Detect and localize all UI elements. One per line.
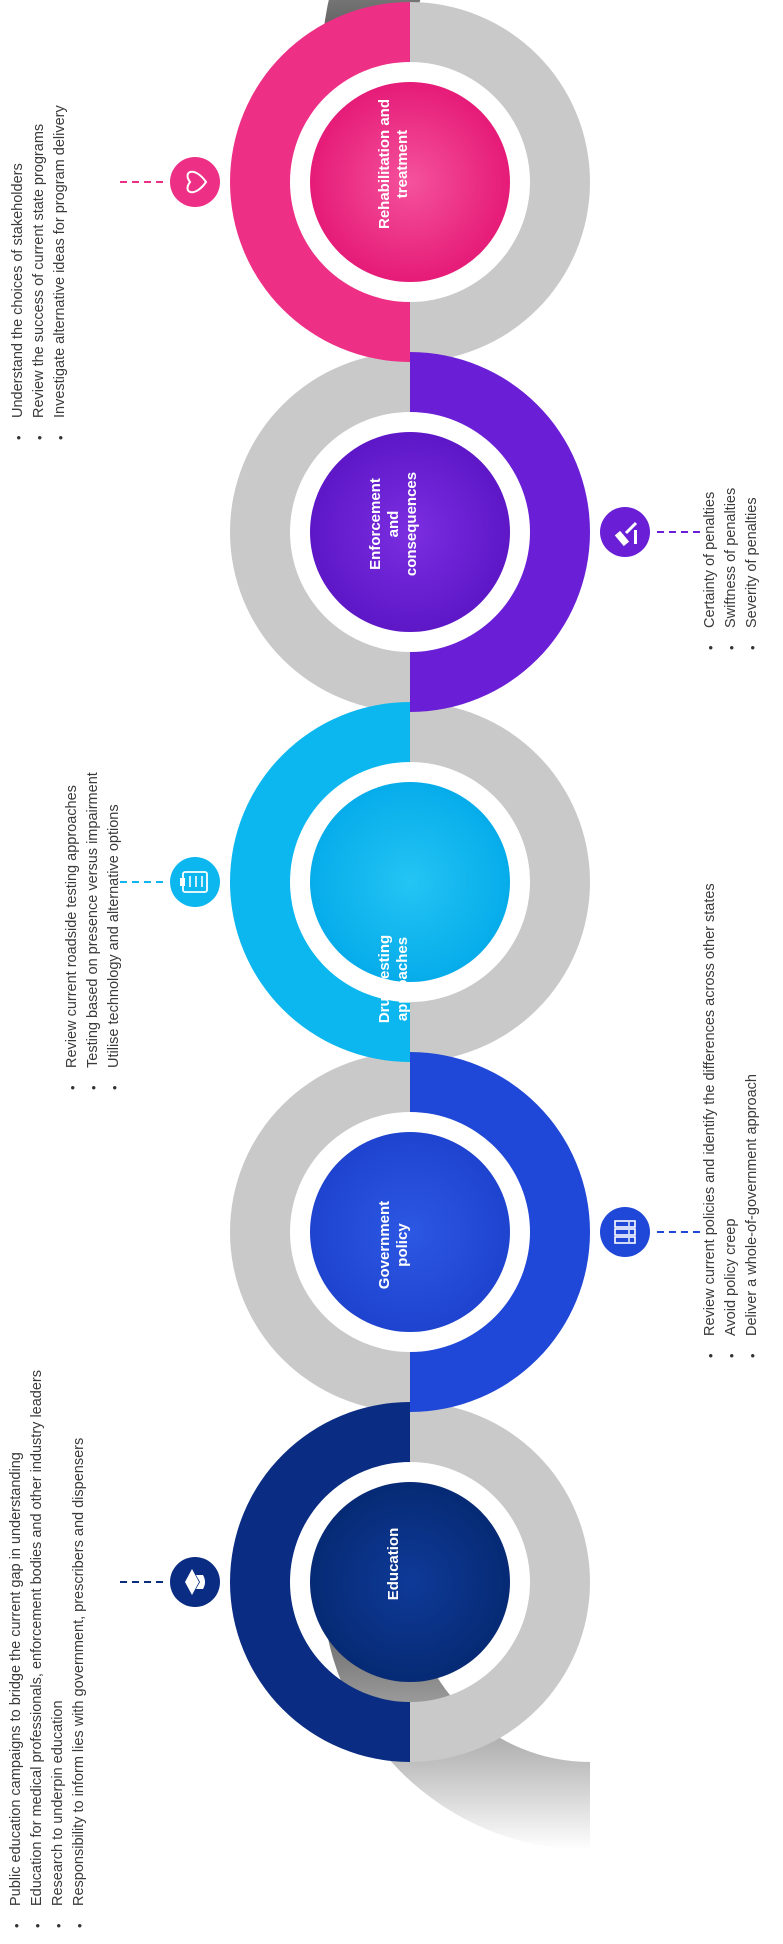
government-policy-inner-circle (310, 1132, 510, 1332)
list-item: Review the success of current state prog… (29, 105, 50, 444)
list-item: Severity of penalties (742, 488, 763, 654)
education-inner-circle (310, 1482, 510, 1682)
clipboard-checklist-icon (164, 851, 226, 913)
enforcement-ring (410, 352, 590, 712)
list-item: Education for medical professionals, enf… (27, 1370, 48, 1932)
gray-half-ring (410, 1402, 590, 1762)
inner-circles (310, 82, 510, 1682)
stage-label-government-policy: Government policy (376, 1190, 412, 1300)
color-rings (230, 2, 590, 1762)
list-item: Investigate alternative ideas for progra… (50, 105, 71, 444)
list-item: Certainty of penalties (700, 488, 721, 654)
gavel-icon (594, 501, 656, 563)
list-item: Public education campaigns to bridge the… (6, 1370, 27, 1932)
gray-rings (230, 2, 590, 1762)
rehabilitation-ring (230, 2, 410, 362)
stage-label-enforcement: Enforcement and consequences (367, 464, 421, 584)
document-stack-icon (594, 1201, 656, 1263)
stage-label-drug-testing: Drug testing approaches (376, 924, 412, 1034)
list-item: Review current roadside testing approach… (62, 772, 83, 1094)
rehabilitation-bullets: Understand the choices of stakeholders R… (8, 105, 71, 444)
drug-testing-label: Drug testing approaches (376, 934, 411, 1024)
rehabilitation-inner-circle (310, 82, 510, 282)
gray-half-ring (230, 352, 410, 712)
list-item: Swiftness of penalties (721, 488, 742, 654)
education-label: Education (385, 1527, 402, 1601)
gray-half-ring (410, 2, 590, 362)
icon-bubbles (164, 151, 656, 1613)
drug-testing-inner-circle (310, 782, 510, 982)
rehabilitation-label: Rehabilitation and treatment (376, 98, 411, 229)
list-item: Review current policies and identify the… (700, 883, 721, 1362)
list-item: Utilise technology and alternative optio… (104, 772, 125, 1094)
list-item: Responsibility to inform lies with gover… (69, 1370, 90, 1932)
heart-icon (164, 151, 226, 213)
drug-testing-bullets: Review current roadside testing approach… (62, 772, 125, 1094)
gray-half-ring (230, 1052, 410, 1412)
list-item: Research to underpin education (48, 1370, 69, 1932)
enforcement-label: Enforcement and consequences (367, 471, 420, 577)
list-item: Avoid policy creep (721, 883, 742, 1362)
stage-label-education: Education (385, 1464, 403, 1664)
government-policy-ring (410, 1052, 590, 1412)
list-item: Deliver a whole-of-government approach (742, 883, 763, 1362)
stage-label-rehabilitation: Rehabilitation and treatment (376, 99, 412, 229)
enforcement-bullets: Certainty of penalties Swiftness of pena… (700, 488, 763, 654)
education-bullets: Public education campaigns to bridge the… (6, 1370, 90, 1932)
enforcement-inner-circle (310, 432, 510, 632)
drug-testing-ring (230, 702, 410, 1062)
education-ring (230, 1402, 410, 1762)
gray-half-ring (410, 702, 590, 1062)
government-policy-bullets: Review current policies and identify the… (700, 883, 763, 1362)
graduation-cap-icon (164, 1551, 226, 1613)
list-item: Understand the choices of stakeholders (8, 105, 29, 444)
list-item: Testing based on presence versus impairm… (83, 772, 104, 1094)
government-policy-label: Government policy (376, 1200, 411, 1290)
